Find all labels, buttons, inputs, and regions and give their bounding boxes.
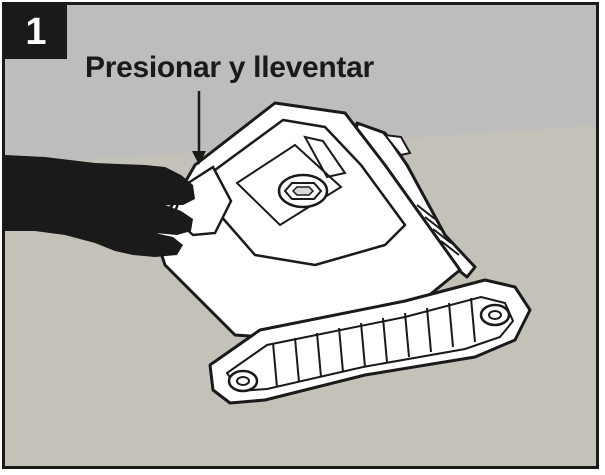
filter-cap-icon [279, 175, 327, 207]
instruction-panel: 1 Presionar y lleventar [2, 2, 599, 469]
step-number-badge: 1 [5, 5, 67, 59]
instruction-caption: Presionar y lleventar [85, 51, 374, 85]
